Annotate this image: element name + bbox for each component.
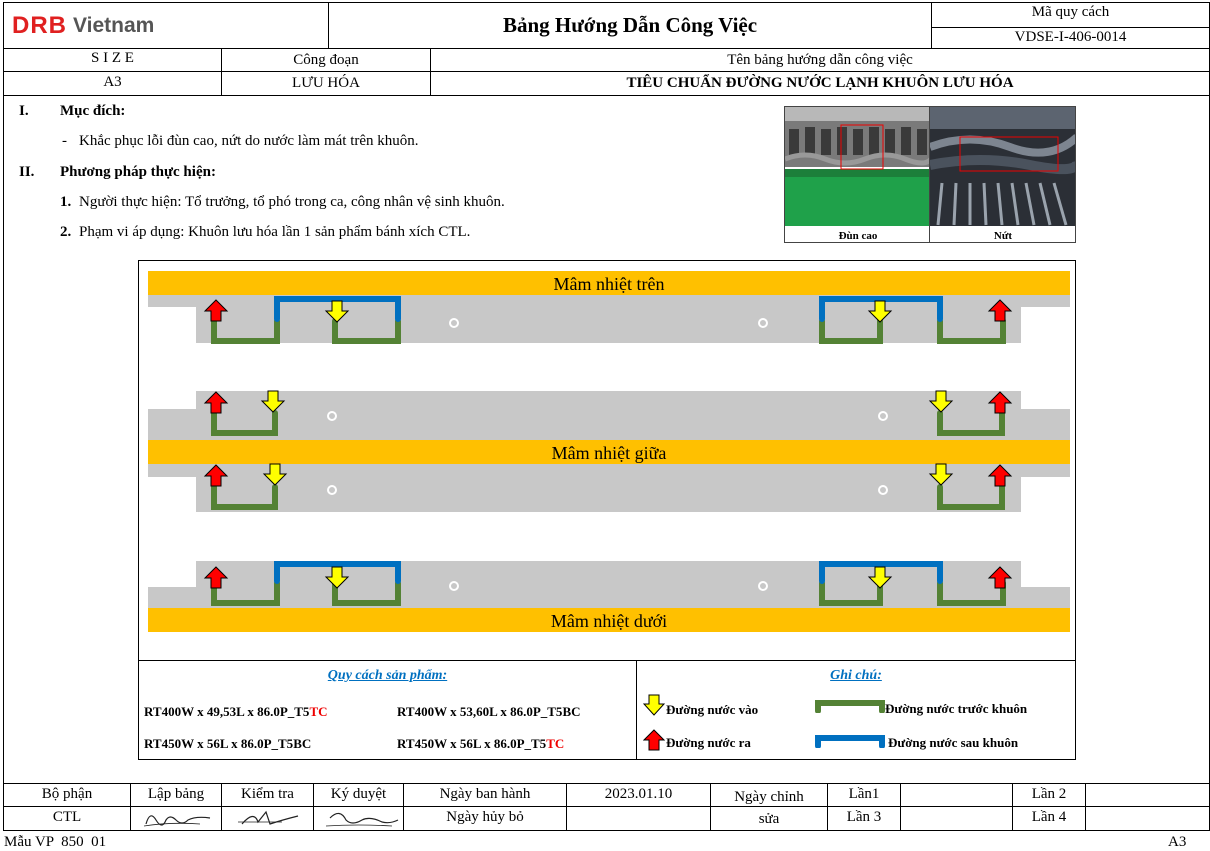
footer-issue-date: 2023.01.10: [604, 786, 673, 802]
footer-revision-label-line2: sửa: [758, 811, 780, 827]
product-spec-4-base: RT450W x 56L x 86.0P_T5: [397, 736, 547, 751]
product-spec-3-base: RT450W x 56L x 86.0P_T5: [144, 736, 294, 751]
product-spec-4-suffix: TC: [546, 736, 565, 751]
guide-name-value: TIÊU CHUẨN ĐƯỜNG NƯỚC LẠNH KHUÔN LƯU HÓA: [626, 75, 1014, 91]
size-label: S I Z E: [91, 50, 134, 66]
footer-rev-4: Lần 4: [1031, 809, 1067, 825]
footer-rev-3: Lần 3: [846, 809, 882, 825]
product-spec-2-suffix: BC: [562, 704, 581, 719]
signature-approved: [325, 812, 399, 827]
top-plate-label: Mâm nhiệt trên: [554, 274, 665, 294]
signature-prepared: [143, 815, 211, 827]
footer-revision-label-line1: Ngày chỉnh: [734, 789, 804, 805]
product-spec-2: RT400W x 53,60L x 86.0P_T5BC: [397, 704, 581, 720]
legend-outlet-label: Đường nước ra: [666, 735, 751, 750]
section-1-title: Mục đích:: [60, 103, 126, 119]
back-water-pipes: [274, 296, 943, 584]
bottom-heat-plate: [148, 608, 1070, 632]
section-2-title: Phương pháp thực hiện:: [60, 164, 216, 180]
crack-image: Nứt: [930, 107, 1075, 242]
footer-rev-2: Lần 2: [1031, 786, 1067, 802]
product-spec-title: Quy cách sản phẩm:: [327, 668, 448, 683]
product-spec-3: RT450W x 56L x 86.0P_T5BC: [144, 736, 311, 752]
photo-caption-crack: Nứt: [994, 230, 1013, 242]
document-title: Bảng Hướng Dẫn Công Việc: [502, 12, 758, 37]
page-size: A3: [1168, 834, 1187, 850]
footer-cancel-label: Ngày hủy bỏ: [446, 809, 524, 825]
legend-inlet-label: Đường nước vào: [666, 702, 759, 717]
mold-cross-section: Mâm nhiệt trên Mâm nhiệt giữa Mâm nhiệt …: [148, 271, 1070, 632]
logo-country: Vietnam: [73, 14, 155, 37]
legend-back-pipe-icon: [815, 735, 885, 748]
product-spec-1-base: RT400W x 49,53L x 86.0P_T5: [144, 704, 310, 719]
middle-plate-label: Mâm nhiệt giữa: [552, 443, 667, 463]
lower-mold: [148, 561, 1070, 608]
bottom-plate-label: Mâm nhiệt dưới: [551, 611, 667, 631]
section-2-number: II.: [19, 164, 35, 180]
size-value: A3: [103, 74, 122, 90]
process-value: LƯU HÓA: [292, 75, 360, 91]
middle-lower-mold: [148, 464, 1070, 512]
section-1-number: I.: [19, 103, 29, 119]
form-code: Mẫu VP 850 01: [4, 834, 107, 850]
section-1-dash: -: [62, 133, 67, 149]
footer-prepared-label: Lập bảng: [147, 786, 205, 802]
footer-rev-1: Lần1: [848, 786, 880, 802]
legend-inlet-arrow-icon: [643, 694, 665, 716]
company-logo: DRB Vietnam: [12, 12, 154, 40]
item-2-number: 2.: [60, 224, 72, 240]
footer-checked-label: Kiểm tra: [241, 786, 294, 802]
product-spec-1: RT400W x 49,53L x 86.0P_T5TC: [144, 704, 328, 720]
section-1-item: Khắc phục lỗi đùn cao, nứt do nước làm m…: [79, 133, 419, 149]
product-spec-1-suffix: TC: [309, 704, 328, 719]
legend-outlet-arrow-icon: [643, 729, 665, 751]
top-heat-plate: [148, 271, 1070, 295]
high-extrusion-image: Đùn cao: [785, 107, 929, 242]
footer-dept-label: Bộ phận: [41, 786, 93, 802]
product-spec-4: RT450W x 56L x 86.0P_T5TC: [397, 736, 564, 752]
footer-issue-label: Ngày ban hành: [439, 786, 531, 802]
front-water-pipes: [211, 318, 1006, 606]
logo-brand: DRB: [12, 12, 67, 39]
photo-caption-high-extrusion: Đùn cao: [839, 230, 878, 242]
legend-front-pipe-icon: [815, 700, 885, 713]
cooling-water-diagram: Mâm nhiệt trên Mâm nhiệt giữa Mâm nhiệt …: [138, 260, 1076, 760]
footer-approved-label: Ký duyệt: [330, 786, 387, 802]
signature-checked: [238, 810, 299, 825]
legend-title: Ghi chú:: [830, 668, 882, 683]
upper-mold: [148, 295, 1070, 343]
process-label: Công đoạn: [293, 52, 359, 68]
legend-back-pipe-label: Đường nước sau khuôn: [888, 735, 1019, 750]
spec-code-label: Mã quy cách: [1031, 4, 1110, 20]
mold-holes: [327, 318, 888, 591]
middle-heat-plate: [148, 440, 1070, 464]
defect-photo-crack: Nứt: [929, 106, 1076, 243]
defect-photo-high-extrusion: Đùn cao: [784, 106, 930, 243]
middle-upper-mold: [148, 391, 1070, 440]
footer-dept-value: CTL: [52, 809, 82, 825]
product-spec-3-suffix: BC: [293, 736, 312, 751]
item-1-number: 1.: [60, 194, 72, 210]
item-2-text: Phạm vi áp dụng: Khuôn lưu hóa lần 1 sản…: [79, 224, 471, 240]
product-spec-2-base: RT400W x 53,60L x 86.0P_T5: [397, 704, 563, 719]
spec-code-value: VDSE-I-406-0014: [1014, 29, 1127, 45]
legend-front-pipe-label: Đường nước trước khuôn: [885, 701, 1028, 716]
footer-revision-label: Ngày chỉnh sửa: [711, 786, 827, 830]
guide-name-label: Tên bảng hướng dẫn công việc: [727, 52, 913, 68]
item-1-text: Người thực hiện: Tổ trưởng, tổ phó trong…: [79, 194, 505, 210]
